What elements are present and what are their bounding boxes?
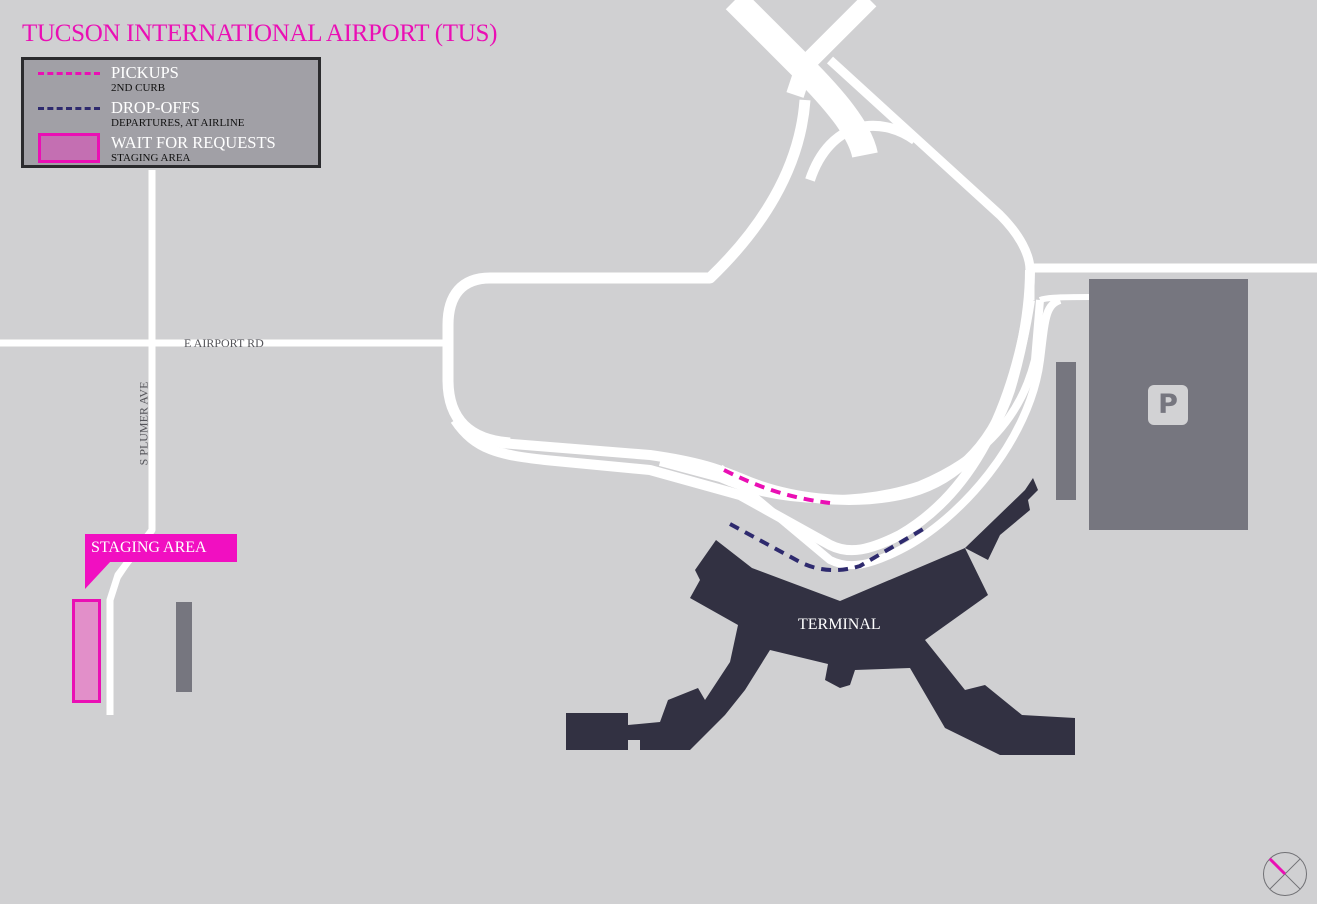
legend-sublabel: 2ND CURB bbox=[111, 82, 166, 94]
dropoff-dashed-line-icon bbox=[38, 107, 100, 110]
staging-callout-pointer bbox=[85, 561, 111, 589]
map-legend: PICKUPS 2ND CURB DROP-OFFS DEPARTURES, A… bbox=[21, 57, 321, 168]
legend-sublabel: STAGING AREA bbox=[111, 152, 191, 164]
terminal-label: TERMINAL bbox=[798, 616, 881, 633]
terminal-building bbox=[566, 540, 1075, 755]
parking-icon: P bbox=[1148, 385, 1188, 425]
parking-entry-road bbox=[1038, 294, 1091, 303]
map-title: TUCSON INTERNATIONAL AIRPORT (TUS) bbox=[22, 20, 498, 47]
access-road-diagonal bbox=[826, 56, 1035, 300]
pickup-curb-road bbox=[658, 299, 1044, 504]
staging-area-zone bbox=[72, 599, 101, 703]
pickup-dashed-line-icon bbox=[38, 72, 100, 75]
legend-label: DROP-OFFS bbox=[111, 98, 200, 117]
road-label-s-plumer-ave: S PLUMER AVE bbox=[136, 381, 151, 466]
legend-sublabel: DEPARTURES, AT AIRLINE bbox=[111, 117, 245, 129]
legend-label: WAIT FOR REQUESTS bbox=[111, 133, 276, 152]
road-label-e-airport-rd: E AIRPORT RD bbox=[184, 336, 264, 350]
staging-building bbox=[176, 602, 192, 692]
highway-ramp-diagonal bbox=[786, 0, 877, 98]
staging-swatch-icon bbox=[38, 133, 100, 163]
compass-icon bbox=[1263, 852, 1307, 896]
loop-road-inner-top bbox=[805, 120, 918, 182]
legend-label: PICKUPS bbox=[111, 63, 179, 82]
parking-strip-east bbox=[1056, 362, 1076, 500]
terminal-concourse-east bbox=[965, 478, 1038, 560]
dropoff-curb-line bbox=[729, 522, 927, 573]
terminal-loop-outer bbox=[450, 299, 1035, 556]
staging-area-label: STAGING AREA bbox=[91, 539, 207, 556]
staging-area-callout: STAGING AREA bbox=[85, 534, 237, 562]
pickup-curb-line bbox=[723, 468, 831, 505]
loop-road-outer bbox=[442, 99, 811, 449]
